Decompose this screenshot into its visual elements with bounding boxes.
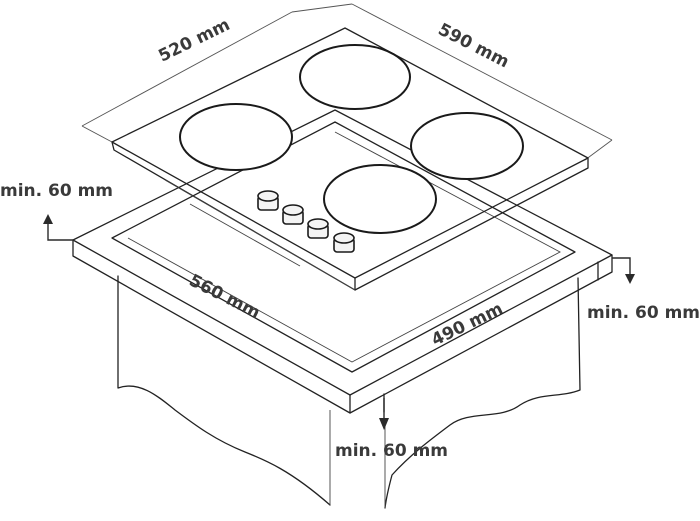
- clearance-arrow-back: [43, 214, 74, 241]
- label-hob-depth: 520 mm: [155, 15, 233, 67]
- burner-back-left: [179, 103, 293, 171]
- label-cutout-width: 560 mm: [186, 271, 264, 324]
- burner-front: [323, 164, 437, 234]
- label-clearance-front: min. 60 mm: [335, 441, 448, 461]
- label-clearance-back: min. 60 mm: [0, 181, 113, 201]
- control-knobs: [257, 190, 355, 253]
- knob-1: [257, 190, 279, 211]
- hob-plate: [111, 27, 589, 291]
- label-hob-width: 590 mm: [435, 20, 513, 73]
- knob-2: [282, 204, 304, 225]
- knob-3: [307, 218, 329, 239]
- clearance-arrow-side: [612, 257, 635, 284]
- worktop: [72, 109, 613, 414]
- burners: [179, 44, 524, 234]
- knob-4: [333, 232, 355, 253]
- cabinet-body: [117, 275, 581, 509]
- burner-back-right: [299, 44, 411, 110]
- clearance-arrow-front: [379, 398, 389, 430]
- burner-right: [410, 112, 524, 180]
- hob-dimension-frame: [81, 3, 613, 161]
- label-clearance-side: min. 60 mm: [587, 303, 700, 323]
